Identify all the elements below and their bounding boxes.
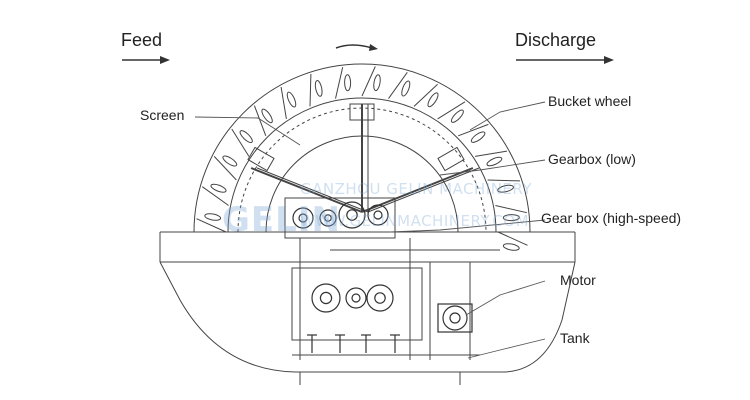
gearbox-high-speed-label: Gear box (high-speed) (541, 210, 682, 226)
flow-arrows (122, 44, 614, 64)
discharge-label: Discharge (515, 30, 597, 50)
tank-label: Tank (560, 330, 590, 346)
watermark-logo: GELIN (222, 200, 341, 240)
bucket-wheel-drawing (193, 63, 531, 251)
frame-drawing (284, 197, 500, 360)
gearbox-low-label: Gearbox (low) (548, 151, 636, 167)
leader-lines (194, 101, 546, 359)
motor-label: Motor (560, 272, 596, 288)
tank-drawing (159, 231, 576, 385)
watermark-line-2: WWW.GELINMACHINERY.COM (300, 212, 530, 230)
gears-drawing (292, 201, 400, 353)
motor-drawing (437, 303, 473, 333)
bucket-wheel-label: Bucket wheel (548, 93, 632, 109)
watermark-line-1: GANZHOU GELIN MACHINERY (300, 180, 533, 198)
feed-label: Feed (121, 30, 163, 50)
screen-label: Screen (140, 107, 185, 123)
